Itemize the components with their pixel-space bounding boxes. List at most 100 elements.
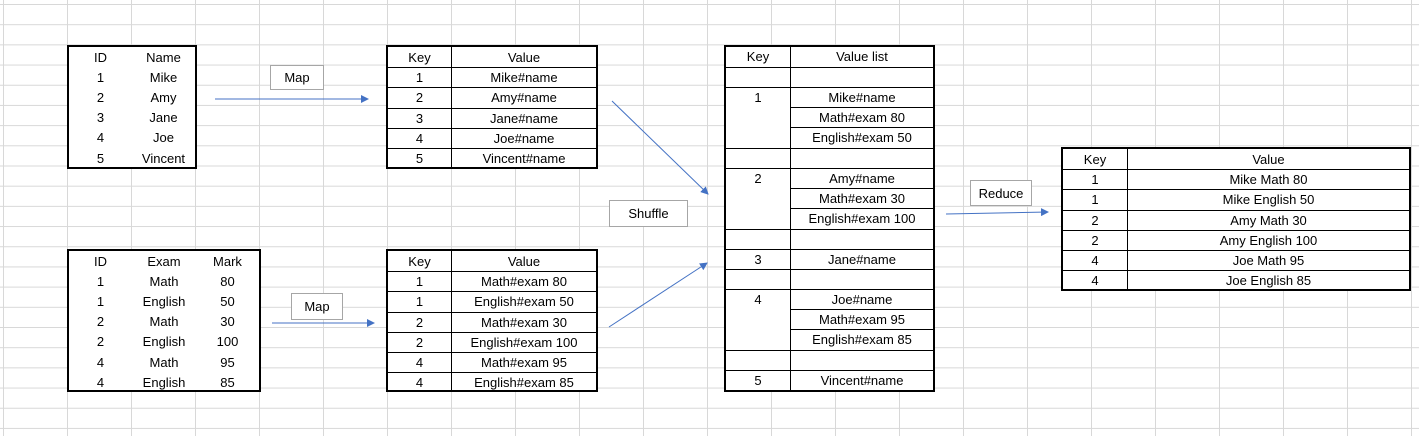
table-cell: 5 [415, 151, 424, 167]
shuffle-label[interactable]: Shuffle [609, 200, 688, 227]
table-cell: 1 [96, 69, 105, 85]
table-cell: English [142, 374, 186, 390]
table-cell: Mike#name [451, 68, 596, 88]
reduce-arrow [945, 208, 1049, 217]
header-cell: Value [451, 47, 596, 68]
table-row: 1 English 50 [69, 291, 259, 311]
table-cell: Jane#name [451, 108, 596, 128]
shuffle-arrow-bottom [608, 262, 708, 328]
table-row: 2 English 100 [69, 332, 259, 352]
reduce-label[interactable]: Reduce [970, 180, 1032, 206]
table-cell: 1 [1091, 172, 1099, 188]
table-row: 4 English 85 [69, 372, 259, 390]
header-cell: ID [94, 253, 107, 269]
exams-table: ID Exam Mark 1 Math 80 1 English 50 2 Ma… [67, 249, 261, 392]
group-value: English#exam 85 [812, 332, 912, 347]
table-row: 1 Math#exam 80 [388, 271, 596, 292]
table-cell: 2 [1091, 232, 1099, 248]
group-key: 2 [754, 171, 762, 186]
table-cell: Mike [149, 69, 178, 85]
table-row: 1 Mike#name [388, 67, 596, 88]
header-cell: Key [1083, 151, 1107, 167]
table-cell: Math [149, 354, 179, 370]
group-value: Jane#name [828, 252, 896, 267]
table-row: 5 Vincent#name [388, 147, 596, 167]
table-cell: 4 [415, 355, 424, 371]
table-cell: Amy English 100 [1127, 230, 1409, 250]
table-row: 4 Joe English 85 [1063, 270, 1409, 289]
table-row: 2 Math#exam 30 [388, 311, 596, 332]
group-value: Math#exam 30 [819, 191, 905, 206]
table-cell: 4 [1091, 253, 1099, 269]
table-cell: 4 [96, 354, 105, 370]
table-cell: Amy Math 30 [1127, 210, 1409, 230]
users-table: ID Name 1 Mike 2 Amy 3 Jane 4 Joe 5 Vinc… [67, 45, 197, 169]
table-cell: Joe#name [451, 128, 596, 148]
table-header-row: ID Name [69, 47, 195, 67]
map-users-table: Key Value 1 Mike#name 2 Amy#name 3 Jane#… [386, 45, 598, 169]
table-cell: Mike English 50 [1127, 190, 1409, 210]
table-cell: 95 [220, 354, 235, 370]
table-row: 1 Math 80 [69, 271, 259, 291]
table-cell: 100 [216, 334, 239, 350]
table-header-row: Key Value [388, 47, 596, 68]
header-cell: Value [451, 251, 596, 272]
table-row: 1 Mike English 50 [1063, 189, 1409, 210]
table-cell: English#exam 100 [451, 332, 596, 352]
table-cell: 3 [415, 110, 424, 126]
table-row: 5 Vincent [69, 148, 195, 167]
header-cell: Key [746, 49, 770, 64]
table-row: 2 Math 30 [69, 312, 259, 332]
table-cell: 80 [220, 273, 235, 289]
table-cell: Math [149, 273, 179, 289]
header-cell: ID [94, 49, 107, 65]
table-row: 1 Mike Math 80 [1063, 169, 1409, 190]
header-cell: Key [408, 49, 431, 65]
header-cell: Value list [836, 49, 888, 64]
table-cell: English [142, 293, 186, 309]
group-value: English#exam 100 [808, 211, 916, 226]
table-cell: Math#exam 95 [451, 352, 596, 373]
table-cell: 85 [220, 374, 235, 390]
table-cell: 1 [415, 70, 424, 86]
table-cell: 3 [96, 110, 105, 126]
table-cell: 30 [220, 314, 235, 330]
map-label-top[interactable]: Map [270, 65, 324, 90]
table-cell: 4 [96, 130, 105, 146]
table-cell: 4 [1091, 273, 1099, 289]
table-row: 1 Mike [69, 67, 195, 87]
header-cell: Exam [147, 253, 181, 269]
table-header-row: Key Value [1063, 149, 1409, 170]
table-cell: 1 [415, 274, 424, 290]
group-value: Joe#name [831, 292, 893, 307]
header-cell: Key [408, 253, 431, 269]
table-cell: Math#exam 30 [451, 312, 596, 332]
group-key: 4 [754, 292, 762, 307]
table-row: 2 Amy [69, 87, 195, 107]
table-cell: 2 [96, 89, 105, 105]
table-cell: 2 [415, 90, 424, 106]
table-cell: Joe [153, 130, 174, 146]
table-row: 2 Amy#name [388, 87, 596, 108]
table-row: 3 Jane#name [388, 107, 596, 128]
header-cell: Mark [213, 253, 242, 269]
table-cell: 4 [415, 130, 424, 146]
table-cell: Amy [150, 89, 177, 105]
table-cell: Joe English 85 [1127, 271, 1409, 289]
table-row: 4 Math 95 [69, 352, 259, 372]
table-cell: 4 [415, 375, 424, 391]
table-header-row: ID Exam Mark [69, 251, 259, 271]
table-cell: 2 [415, 334, 424, 350]
table-cell: 1 [415, 294, 424, 310]
map-label-bottom[interactable]: Map [291, 293, 343, 320]
table-header-row: Key Value [388, 251, 596, 272]
table-row: 2 Amy English 100 [1063, 229, 1409, 250]
table-row: 4 Math#exam 95 [388, 351, 596, 373]
group-key: 5 [754, 373, 762, 388]
table-cell: English#exam 85 [451, 373, 596, 390]
table-cell: 1 [96, 273, 105, 289]
table-cell: 1 [96, 293, 105, 309]
group-value: Math#exam 95 [819, 312, 905, 327]
table-cell: 2 [96, 334, 105, 350]
